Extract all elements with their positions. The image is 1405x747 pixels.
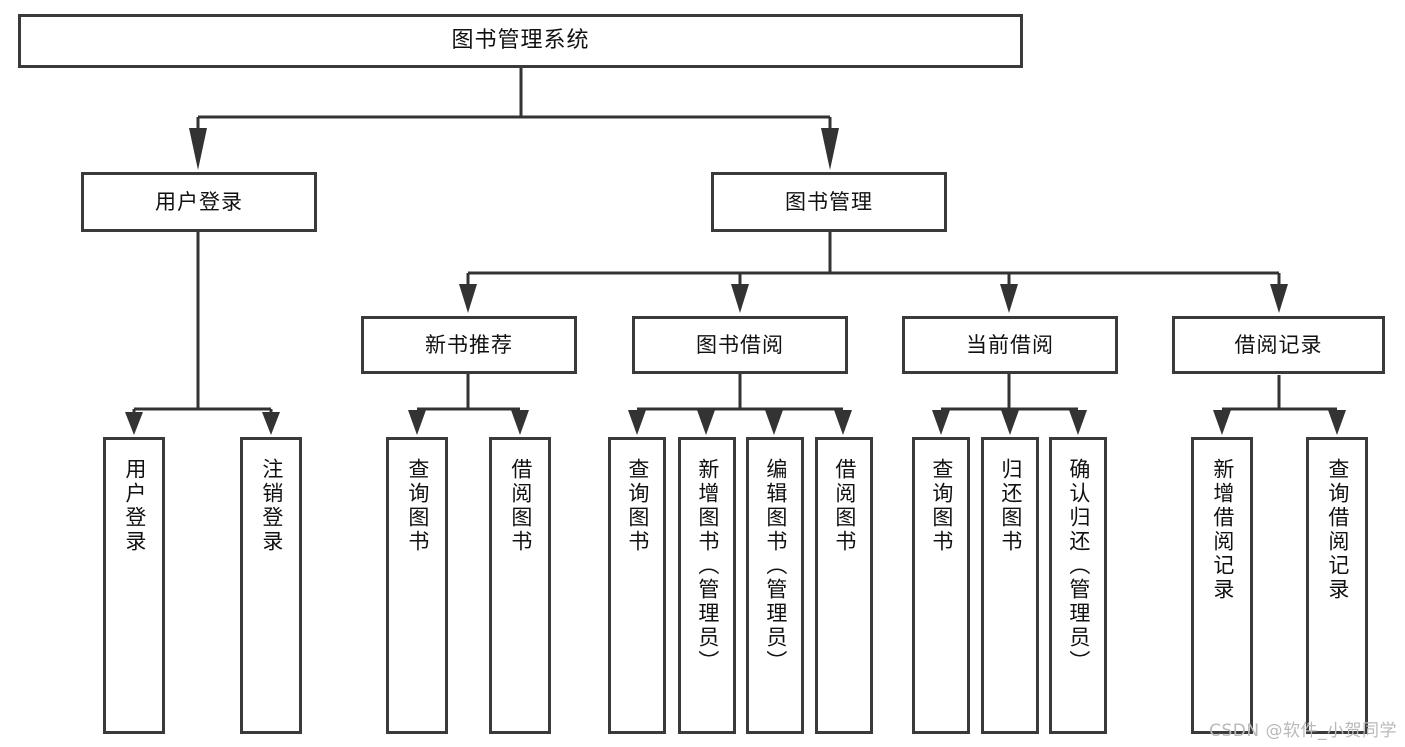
arrow-current-borrow-leaf-2 — [1001, 410, 1019, 435]
node-borrow-record[interactable]: 借阅记录 — [1172, 316, 1385, 374]
node-leaf-query-book-3[interactable]: 查询图书 — [912, 437, 970, 734]
node-leaf-add-book-label: 新增图书（管理员） — [695, 458, 720, 674]
node-current-borrow[interactable]: 当前借阅 — [902, 316, 1118, 374]
arrow-borrow-record-leaf-2 — [1328, 410, 1346, 435]
node-root-label: 图书管理系统 — [451, 28, 590, 54]
node-new-book-rec[interactable]: 新书推荐 — [361, 316, 577, 374]
node-leaf-edit-book-label: 编辑图书（管理员） — [763, 458, 788, 674]
arrow-book-borrow-leaf-3 — [765, 410, 783, 435]
node-book-manage[interactable]: 图书管理 — [711, 172, 947, 232]
node-leaf-return-book[interactable]: 归还图书 — [981, 437, 1039, 734]
node-leaf-query-book-3-label: 查询图书 — [929, 458, 954, 554]
node-leaf-borrow-book-1-label: 借阅图书 — [508, 458, 533, 554]
arrow-user-login-leaf-2 — [262, 412, 280, 435]
node-leaf-return-book-label: 归还图书 — [998, 458, 1023, 554]
watermark: CSDN @软件_小贺同学 — [1209, 721, 1397, 741]
node-user-login-label: 用户登录 — [155, 189, 243, 214]
node-borrow-record-label: 借阅记录 — [1234, 332, 1323, 357]
node-book-borrow-label: 图书借阅 — [696, 332, 784, 357]
node-leaf-add-record-label: 新增借阅记录 — [1210, 458, 1235, 602]
arrow-book-borrow-leaf-4 — [834, 410, 852, 435]
node-leaf-query-book-1-label: 查询图书 — [405, 458, 430, 554]
arrow-current-borrow-leaf-1 — [932, 410, 950, 435]
node-leaf-edit-book[interactable]: 编辑图书（管理员） — [746, 437, 804, 734]
node-user-login[interactable]: 用户登录 — [81, 172, 317, 232]
node-leaf-add-book[interactable]: 新增图书（管理员） — [678, 437, 736, 734]
arrow-root-to-book-manage — [821, 128, 839, 170]
arrow-new-book-rec-leaf-2 — [511, 410, 529, 435]
node-book-manage-label: 图书管理 — [785, 189, 873, 214]
arrow-user-login-leaf-1 — [125, 412, 143, 435]
arrow-current-borrow-leaf-3 — [1069, 410, 1087, 435]
node-leaf-query-record-label: 查询借阅记录 — [1325, 458, 1350, 602]
arrow-new-book-rec-leaf-1 — [408, 410, 426, 435]
node-leaf-query-book-2[interactable]: 查询图书 — [608, 437, 666, 734]
node-leaf-query-book-1[interactable]: 查询图书 — [386, 437, 448, 734]
node-book-borrow[interactable]: 图书借阅 — [632, 316, 848, 374]
arrow-book-manage-to-new-book-rec — [459, 284, 477, 313]
node-leaf-confirm-return-label: 确认归还（管理员） — [1066, 458, 1091, 674]
arrow-book-borrow-leaf-1 — [628, 410, 646, 435]
arrow-root-to-user-login — [189, 128, 207, 170]
node-leaf-borrow-book-1[interactable]: 借阅图书 — [489, 437, 551, 734]
arrow-book-manage-to-borrow-record — [1270, 284, 1288, 313]
node-leaf-logout-label: 注销登录 — [259, 458, 284, 554]
arrow-book-manage-to-book-borrow — [731, 284, 749, 313]
node-leaf-confirm-return[interactable]: 确认归还（管理员） — [1049, 437, 1107, 734]
arrow-book-borrow-leaf-2 — [697, 410, 715, 435]
node-leaf-query-record[interactable]: 查询借阅记录 — [1306, 437, 1368, 734]
node-root[interactable]: 图书管理系统 — [18, 14, 1023, 68]
node-leaf-logout[interactable]: 注销登录 — [240, 437, 302, 734]
arrow-book-manage-to-current-borrow — [1000, 284, 1018, 313]
node-leaf-borrow-book-2-label: 借阅图书 — [832, 458, 857, 554]
node-leaf-user-login[interactable]: 用户登录 — [103, 437, 165, 734]
arrow-borrow-record-leaf-1 — [1213, 410, 1231, 435]
node-leaf-add-record[interactable]: 新增借阅记录 — [1191, 437, 1253, 734]
node-leaf-query-book-2-label: 查询图书 — [625, 458, 650, 554]
node-leaf-user-login-label: 用户登录 — [122, 458, 147, 554]
node-new-book-rec-label: 新书推荐 — [425, 332, 513, 357]
node-current-borrow-label: 当前借阅 — [966, 332, 1054, 357]
node-leaf-borrow-book-2[interactable]: 借阅图书 — [815, 437, 873, 734]
